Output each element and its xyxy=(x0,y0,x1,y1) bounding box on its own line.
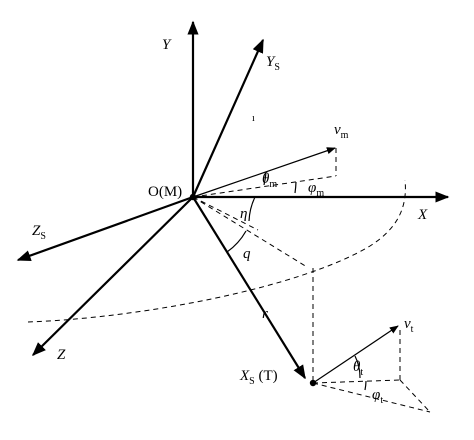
x-axis-label: X xyxy=(417,207,428,223)
dash-line-to-arc-a xyxy=(192,196,308,268)
dash-line-to-arc-b xyxy=(192,196,259,231)
z-axis-label: Z xyxy=(57,347,66,363)
stray-mark: ı xyxy=(252,113,255,124)
theta-m-label: θm xyxy=(262,171,277,190)
dash-vm-projection xyxy=(192,175,337,198)
r-label: r xyxy=(262,306,268,322)
phi-m-label: φm xyxy=(308,180,324,199)
vt-label: νt xyxy=(404,316,414,335)
theta-m-arc xyxy=(263,171,267,186)
phi-t-label: φt xyxy=(372,387,383,406)
dashed-arc xyxy=(27,179,406,323)
dash-vt-projection-b xyxy=(312,382,431,413)
vt-vector xyxy=(312,325,399,384)
dash-vt-projection xyxy=(312,379,401,384)
ys-axis-label: YS xyxy=(266,54,280,73)
vm-vector xyxy=(192,147,336,198)
eta-label: η xyxy=(240,206,247,222)
eta-arc xyxy=(248,196,256,222)
zs-axis-label: ZS xyxy=(32,223,46,242)
dash-vt-projection-c xyxy=(399,379,431,413)
zs-axis xyxy=(16,195,194,262)
q-label: q xyxy=(243,246,251,262)
theta-t-arc xyxy=(354,355,361,379)
xs-axis xyxy=(192,196,306,380)
target-point xyxy=(309,379,317,387)
xs-axis-label: XS (T) xyxy=(239,368,278,387)
z-axis xyxy=(32,196,194,356)
vm-label: νm xyxy=(334,122,349,141)
phi-m-arc xyxy=(294,181,297,194)
theta-t-label: θt xyxy=(353,359,363,378)
ys-axis xyxy=(191,38,265,198)
origin-point xyxy=(189,193,197,201)
origin-label: O(M) xyxy=(148,184,182,200)
q-arc xyxy=(226,230,247,253)
phi-t-arc xyxy=(364,380,367,391)
y-axis-label: Y xyxy=(162,37,172,53)
